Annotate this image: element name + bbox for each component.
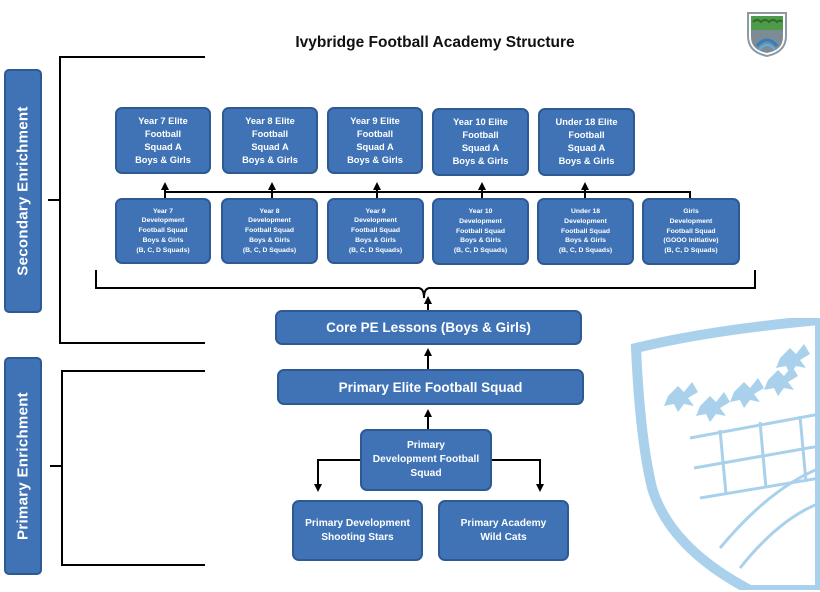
development-squad-girls: Girls Development Football Squad (GOOO I… xyxy=(642,198,740,265)
development-squad-y9: Year 9 Development Football Squad Boys &… xyxy=(327,198,424,264)
page-title: Ivybridge Football Academy Structure xyxy=(295,34,575,51)
secondary-enrichment-label: Secondary Enrichment xyxy=(4,69,42,313)
box-label: Girls Development Football Squad (GOOO I… xyxy=(663,208,719,255)
elite-squad-y8: Year 8 Elite Football Squad A Boys & Gir… xyxy=(222,107,318,174)
crest-watermark-icon xyxy=(630,318,820,590)
box-label: Under 18 Elite Football Squad A Boys & G… xyxy=(555,117,618,166)
development-brace xyxy=(95,270,756,299)
box-label: Primary Academy Wild Cats xyxy=(460,517,547,543)
box-label: Year 8 Elite Football Squad A Boys & Gir… xyxy=(242,115,298,165)
elite-squad-u18: Under 18 Elite Football Squad A Boys & G… xyxy=(538,108,635,176)
development-squad-y10: Year 10 Development Football Squad Boys … xyxy=(432,198,529,265)
primary-development-squad: Primary Development Football Squad xyxy=(360,429,492,491)
primary-bracket xyxy=(61,370,205,566)
elite-squad-y9: Year 9 Elite Football Squad A Boys & Gir… xyxy=(327,107,423,174)
box-label: Core PE Lessons (Boys & Girls) xyxy=(326,320,531,335)
girls-link-line xyxy=(165,191,691,199)
development-squad-y8: Year 8 Development Football Squad Boys &… xyxy=(221,198,318,264)
box-label: Year 10 Development Football Squad Boys … xyxy=(453,208,508,255)
box-label: Year 8 Development Football Squad Boys &… xyxy=(242,207,297,254)
core-pe-lessons: Core PE Lessons (Boys & Girls) xyxy=(275,310,582,345)
split-line xyxy=(314,459,361,492)
box-label: Primary Development Football Squad xyxy=(372,440,480,479)
primary-elite-squad: Primary Elite Football Squad xyxy=(277,369,584,405)
school-crest-icon xyxy=(747,12,787,58)
box-label: Year 7 Development Football Squad Boys &… xyxy=(136,207,190,254)
development-squad-u18: Under 18 Development Football Squad Boys… xyxy=(537,198,634,265)
box-label: Primary Development Shooting Stars xyxy=(305,517,410,543)
box-label: Year 9 Development Football Squad Boys &… xyxy=(348,207,403,254)
box-label: Year 9 Elite Football Squad A Boys & Gir… xyxy=(347,115,403,165)
box-label: Year 10 Elite Football Squad A Boys & Gi… xyxy=(452,117,509,166)
primary-academy-wild-cats: Primary Academy Wild Cats xyxy=(438,500,569,561)
elite-squad-y7: Year 7 Elite Football Squad A Boys & Gir… xyxy=(115,107,211,174)
box-label: Under 18 Development Football Squad Boys… xyxy=(558,208,613,255)
box-label: Primary Elite Football Squad xyxy=(338,379,523,395)
primary-development-shooting-stars: Primary Development Shooting Stars xyxy=(292,500,423,561)
development-squad-y7: Year 7 Development Football Squad Boys &… xyxy=(115,198,211,264)
box-label: Year 7 Elite Football Squad A Boys & Gir… xyxy=(135,115,191,165)
elite-squad-y10: Year 10 Elite Football Squad A Boys & Gi… xyxy=(432,108,529,176)
primary-enrichment-label: Primary Enrichment xyxy=(4,357,42,575)
